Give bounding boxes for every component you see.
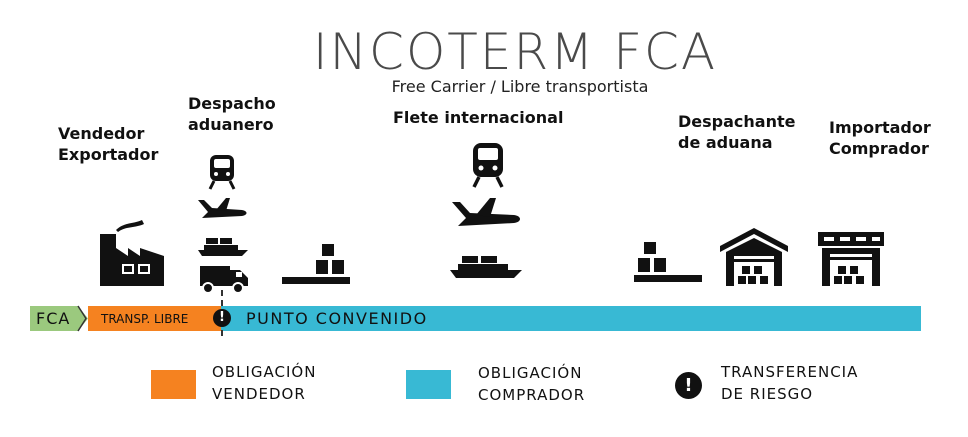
legend-buyer-text: OBLIGACIÓN COMPRADOR	[478, 362, 585, 406]
role-export-customs-line2: aduanero	[188, 115, 274, 134]
legend-risk-line1: TRANSFERENCIA	[721, 363, 859, 381]
legend-seller-line1: OBLIGACIÓN	[212, 363, 317, 381]
timeline-fca-label: FCA	[36, 309, 71, 328]
chevron-right-icon	[77, 305, 88, 332]
train-icon	[208, 155, 236, 190]
cargo-platform-icon	[634, 242, 702, 282]
page-title: INCOTERM FCA	[312, 23, 718, 81]
truck-icon	[200, 266, 248, 294]
role-importer-line2: Comprador	[829, 139, 929, 158]
ship-icon	[198, 238, 248, 256]
role-customs-broker-line1: Despachante	[678, 112, 796, 131]
legend-risk-text: TRANSFERENCIA DE RIESGO	[721, 361, 858, 405]
legend-buyer-swatch	[406, 370, 451, 399]
legend-risk-line2: DE RIESGO	[721, 385, 814, 403]
role-export-customs: Despacho aduanero	[188, 93, 276, 135]
role-export-customs-line1: Despacho	[188, 94, 276, 113]
role-seller-line2: Exportador	[58, 145, 159, 164]
cargo-platform-icon	[282, 244, 350, 284]
legend-seller-text: OBLIGACIÓN VENDEDOR	[212, 361, 316, 405]
legend-buyer-line1: OBLIGACIÓN	[478, 364, 583, 382]
page-subtitle: Free Carrier / Libre transportista	[391, 77, 649, 96]
timeline-fca-segment	[30, 306, 78, 331]
role-customs-broker: Despachante de aduana	[678, 111, 795, 153]
timeline-buyer-label: PUNTO CONVENIDO	[246, 309, 428, 328]
airplane-icon	[198, 198, 247, 218]
role-customs-broker-line2: de aduana	[678, 133, 773, 152]
ship-icon	[450, 256, 522, 278]
role-importer-line1: Importador	[829, 118, 931, 137]
warehouse-icon	[818, 232, 884, 286]
role-importer: Importador Comprador	[829, 117, 931, 159]
role-seller-line1: Vendedor	[58, 124, 145, 143]
risk-transfer-marker-icon: !	[213, 309, 231, 327]
legend-buyer-line2: COMPRADOR	[478, 386, 586, 404]
legend-seller-line2: VENDEDOR	[212, 385, 306, 403]
timeline-seller-label: TRANSP. LIBRE	[101, 312, 189, 326]
factory-icon	[100, 220, 164, 286]
airplane-icon	[452, 198, 520, 226]
train-icon	[472, 143, 504, 188]
timeline-seller-segment	[88, 306, 221, 331]
role-seller: Vendedor Exportador	[58, 123, 158, 165]
warehouse-icon	[720, 228, 788, 286]
legend-seller-swatch	[151, 370, 196, 399]
legend-risk-icon: !	[675, 372, 702, 399]
timeline-buyer-segment	[221, 306, 921, 331]
role-freight: Flete internacional	[393, 108, 564, 127]
